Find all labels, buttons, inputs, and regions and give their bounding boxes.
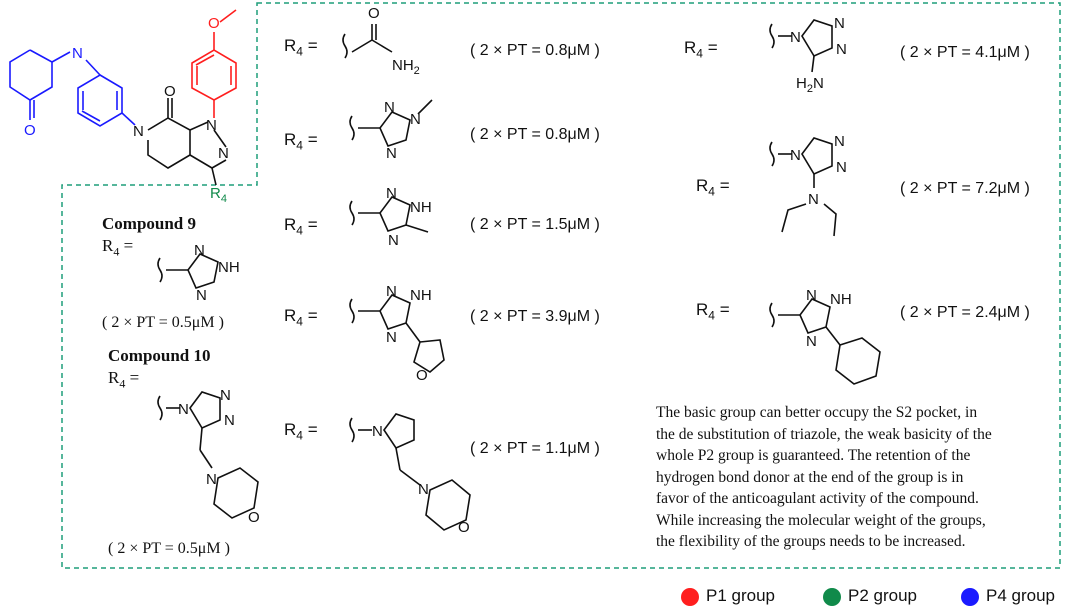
mid-r4-label-5: R4 =	[284, 420, 318, 443]
legend-p1-dot	[681, 588, 699, 606]
right-pt-value-3: ( 2 × PT = 2.4μM )	[900, 304, 1030, 321]
sar-note-line: the flexibility of the groups needs to b…	[656, 533, 966, 550]
amide-o-atom: O	[368, 5, 380, 22]
p4-n-atom: N	[72, 45, 83, 62]
right-r4-label-3: R4 =	[696, 300, 730, 323]
sar-note-line: hydrogen bond donor at the end of the gr…	[656, 468, 964, 486]
c10-morph-o-atom: O	[248, 509, 260, 526]
amtz-n4-atom: N	[790, 29, 801, 46]
pyr-n-atom: N	[372, 423, 383, 440]
mid-pt-value-2: ( 2 × PT = 0.8μM )	[470, 126, 600, 143]
thf-n-atom: N	[386, 283, 397, 300]
core-n1-atom: N	[206, 117, 217, 134]
compound10-title: Compound 10	[108, 346, 211, 365]
core-n2-atom: N	[218, 145, 229, 162]
sar-note-line: whole P2 group is guaranteed. The retent…	[656, 447, 971, 464]
p4-o-atom: O	[24, 122, 36, 139]
phtz-n3-atom: N	[806, 333, 817, 350]
c9-n3-atom: N	[196, 287, 207, 304]
c10-n2-atom: N	[224, 412, 235, 429]
amtz-n2-atom: N	[836, 41, 847, 58]
mhtz-n3-atom: N	[388, 232, 399, 249]
sar-note-line: the de substitution of triazole, the wea…	[656, 425, 992, 443]
mid-pt-value-3: ( 2 × PT = 1.5μM )	[470, 216, 600, 233]
sar-note-line: favor of the anticoagulant activity of t…	[656, 490, 979, 507]
mhtz-n-atom: N	[386, 185, 397, 202]
mid-r4-label-3: R4 =	[284, 215, 318, 238]
c9-nh-atom: NH	[218, 259, 240, 276]
thf-o-atom: O	[416, 367, 428, 384]
core-o-atom: O	[164, 83, 176, 100]
legend-p1-label: P1 group	[706, 586, 775, 605]
right-r4-label-1: R4 =	[684, 38, 718, 61]
sar-note: The basic group can better occupy the S2…	[656, 402, 992, 553]
right-pt-value-1: ( 2 × PT = 4.1μM )	[900, 44, 1030, 61]
amtz-n1-atom: N	[834, 15, 845, 32]
mid-r4-label-1: R4 =	[284, 36, 318, 59]
compound9-r4-label: R4 =	[102, 236, 134, 259]
sar-note-line: While increasing the molecular weight of…	[656, 511, 986, 529]
detz-n1-atom: N	[834, 133, 845, 150]
phtz-nh-atom: NH	[830, 291, 852, 308]
compound10-pt-value: ( 2 × PT = 0.5μM )	[108, 540, 230, 557]
detz-n2-atom: N	[836, 159, 847, 176]
thf-n3-atom: N	[386, 329, 397, 346]
legend-p2-dot	[823, 588, 841, 606]
right-r4-label-2: R4 =	[696, 176, 730, 199]
pyr-morph-n-atom: N	[418, 481, 429, 498]
compound9-pt-value: ( 2 × PT = 0.5μM )	[102, 314, 224, 331]
detz-amine-n-atom: N	[808, 191, 819, 208]
c10-morph-n-atom: N	[206, 471, 217, 488]
pyr-morph-o-atom: O	[458, 519, 470, 536]
mid-pt-value-5: ( 2 × PT = 1.1μM )	[470, 440, 600, 457]
c10-n1-atom: N	[220, 387, 231, 404]
core-n6-atom: N	[133, 123, 144, 140]
p1-o-atom: O	[208, 15, 220, 32]
mid-pt-value-1: ( 2 × PT = 0.8μM )	[470, 42, 600, 59]
phtz-n-atom: N	[806, 287, 817, 304]
mhtz-nh-atom: NH	[410, 199, 432, 216]
amtz-h2n-atom: H2N	[796, 75, 824, 95]
c9-n1-atom: N	[194, 242, 205, 259]
sar-note-line: The basic group can better occupy the S2…	[656, 404, 978, 421]
mid-r4-label-4: R4 =	[284, 306, 318, 329]
mid-r4-label-2: R4 =	[284, 130, 318, 153]
mid-pt-value-4: ( 2 × PT = 3.9μM )	[470, 308, 600, 325]
amide-nh2-atom: NH2	[392, 57, 420, 77]
legend-p2-label: P2 group	[848, 586, 917, 605]
c10-n4-atom: N	[178, 401, 189, 418]
right-pt-value-2: ( 2 × PT = 7.2μM )	[900, 180, 1030, 197]
compound10-r4-label: R4 =	[108, 368, 140, 391]
mtz-n3-atom: N	[386, 145, 397, 162]
thf-nh-atom: NH	[410, 287, 432, 304]
detz-n4-atom: N	[790, 147, 801, 164]
legend-p4-label: P4 group	[986, 586, 1055, 605]
compound9-title: Compound 9	[102, 214, 197, 233]
mtz-n1-atom: N	[384, 99, 395, 116]
legend-p4-dot	[961, 588, 979, 606]
mtz-n2-atom: N	[410, 111, 421, 128]
